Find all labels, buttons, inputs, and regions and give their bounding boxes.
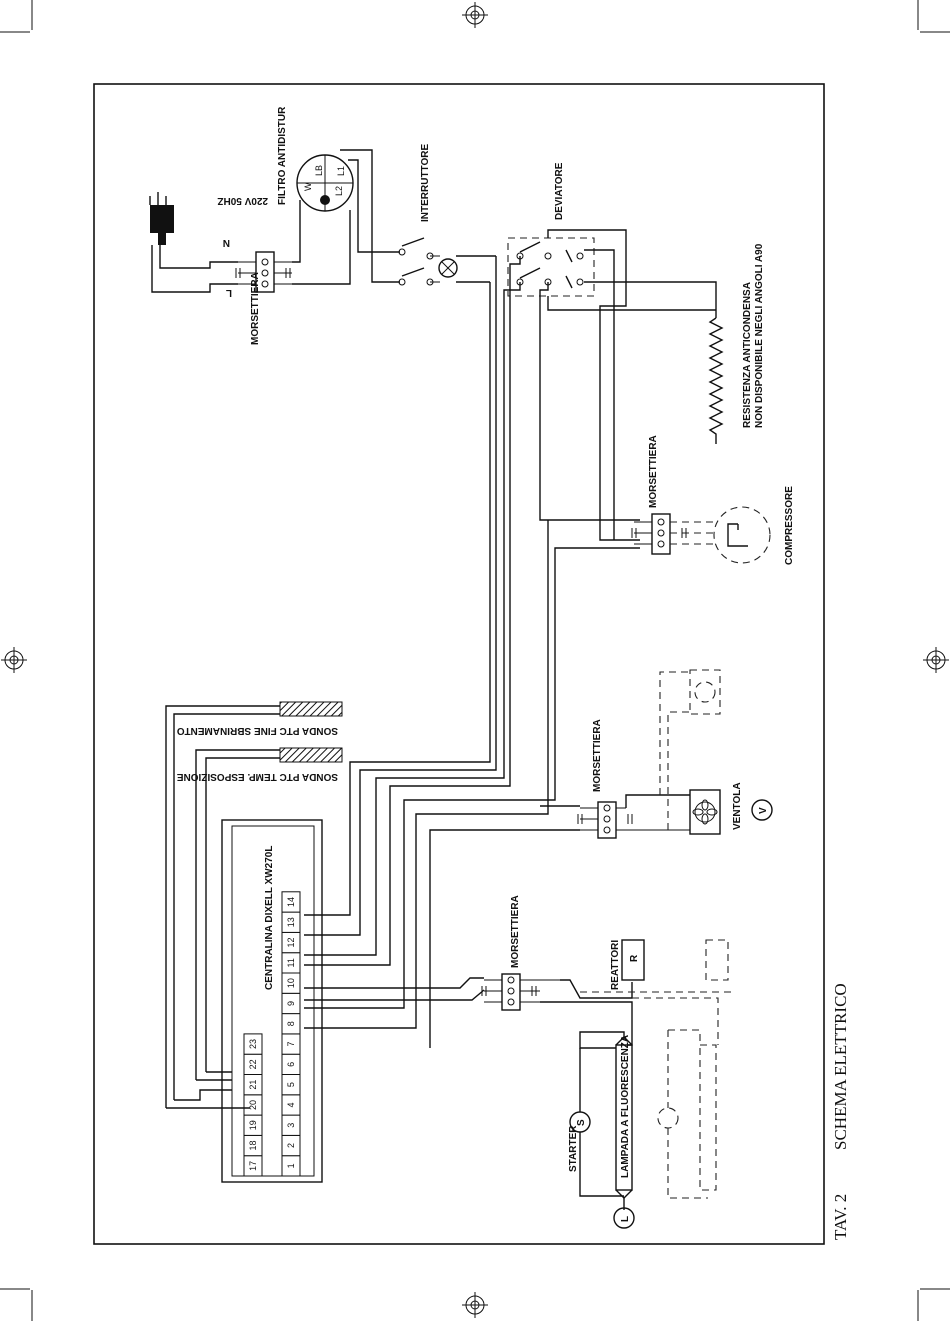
- terminal-label-22: 22: [248, 1059, 258, 1069]
- controller-outer-frame: [221, 819, 323, 1183]
- deviatore-label: DEVIATORE: [554, 162, 565, 220]
- v-circle-icon: [751, 799, 773, 821]
- input-terminal-block: [235, 251, 292, 293]
- terminal-label-10: 10: [286, 978, 296, 988]
- terminal-label-4: 4: [286, 1102, 296, 1107]
- ventola-label: VENTOLA: [732, 782, 743, 830]
- terminal-label-12: 12: [286, 938, 296, 948]
- lamp-l-label: L: [620, 1216, 631, 1222]
- terminal-label-17: 17: [248, 1161, 258, 1171]
- terminal-label-3: 3: [286, 1123, 296, 1128]
- tav-label: TAV. 2: [831, 1194, 850, 1240]
- sonda-temp-esposizione-icon: [279, 747, 343, 763]
- terminal-label-6: 6: [286, 1062, 296, 1067]
- terminal-label-9: 9: [286, 1001, 296, 1006]
- plug-icon: [149, 192, 174, 245]
- morsettiera-label-2: MORSETTIERA: [648, 435, 659, 508]
- compressore-label: COMPRESSORE: [784, 486, 795, 565]
- voltage-label: 220V 50HZ: [217, 195, 268, 206]
- s-label: S: [576, 1119, 587, 1126]
- interruttore-label: INTERRUTTORE: [420, 144, 431, 222]
- svg-text:W: W: [303, 182, 313, 191]
- fluorescent-lamp-icon-optional: [699, 1044, 717, 1191]
- schema-title: SCHEMA ELETTRICO: [831, 983, 850, 1150]
- fan-icon-optional: [689, 669, 721, 715]
- compressor-terminal-block: [631, 513, 716, 555]
- terminal-box-23: [243, 1033, 263, 1055]
- svg-text:LB: LB: [314, 165, 324, 176]
- filtro-label: FILTRO ANTIDISTUR: [277, 106, 288, 205]
- terminal-label-1: 1: [286, 1163, 296, 1168]
- fluorescent-lamp-icon: [615, 1044, 633, 1191]
- v-label: V: [758, 807, 769, 814]
- reattori-label: REATTORI: [610, 940, 621, 990]
- terminal-label-19: 19: [248, 1120, 258, 1130]
- fan-terminal-block: [577, 801, 690, 839]
- controller-terminals-top: 17 18 19 20 21 22 23: [243, 1033, 263, 1177]
- deviatore-box: [507, 237, 595, 297]
- l-label: L: [226, 287, 232, 298]
- filter-icon: W LB L1 L2: [296, 154, 354, 212]
- resistenza-label-1: RESISTENZA ANTICONDENSA: [742, 282, 753, 428]
- sonda-fine-sbrinamento-icon: [279, 701, 343, 717]
- reattori-icon: [621, 939, 645, 981]
- svg-text:L1: L1: [336, 166, 346, 176]
- terminal-label-18: 18: [248, 1141, 258, 1151]
- terminal-label-5: 5: [286, 1082, 296, 1087]
- terminal-label-21: 21: [248, 1080, 258, 1090]
- sonda-label-2: SONDA PTC TEMP. ESPOSIZIONE: [177, 771, 338, 782]
- terminal-label-23: 23: [248, 1039, 258, 1049]
- n-label: N: [223, 237, 230, 248]
- reattori-icon-optional: [705, 939, 729, 981]
- compressor-icon: [713, 506, 771, 564]
- morsettiera-label-1: MORSETTIERA: [250, 272, 261, 345]
- terminal-label-8: 8: [286, 1021, 296, 1026]
- resistenza-label-2: NON DISPONIBILE NEGLI ANGOLI A90: [754, 243, 765, 428]
- sonda-label-1: SONDA PTC FINE SBRINAMENTO: [177, 725, 338, 736]
- lampada-label: LAMPADA A FLUORESCENZA: [620, 1035, 631, 1178]
- r-label: R: [629, 954, 640, 962]
- resistor-icon: [708, 317, 724, 444]
- diagram-frame: [93, 83, 825, 1245]
- starter-label: STARTER: [568, 1125, 579, 1172]
- terminal-label-14: 14: [286, 897, 296, 907]
- fan-icon: [689, 789, 721, 835]
- terminal-label-7: 7: [286, 1042, 296, 1047]
- controller-inner-frame: [231, 825, 315, 1177]
- terminal-box-14: [281, 891, 301, 913]
- terminal-label-20: 20: [248, 1100, 258, 1110]
- terminal-label-11: 11: [286, 958, 296, 967]
- starter-icon-optional: [657, 1107, 679, 1129]
- svg-text:L2: L2: [334, 186, 344, 196]
- morsettiera-label-4: MORSETTIERA: [510, 895, 521, 968]
- centralina-label: CENTRALINA DIXELL XW270L: [264, 846, 275, 990]
- lamp-l-circle-icon: [613, 1207, 635, 1229]
- lamp-terminal-block: [481, 973, 560, 1011]
- terminal-label-13: 13: [286, 917, 296, 927]
- morsettiera-label-3: MORSETTIERA: [592, 719, 603, 792]
- switch-icon: [398, 237, 458, 286]
- terminal-label-2: 2: [286, 1143, 296, 1148]
- changeover-switch-icon: [516, 241, 584, 289]
